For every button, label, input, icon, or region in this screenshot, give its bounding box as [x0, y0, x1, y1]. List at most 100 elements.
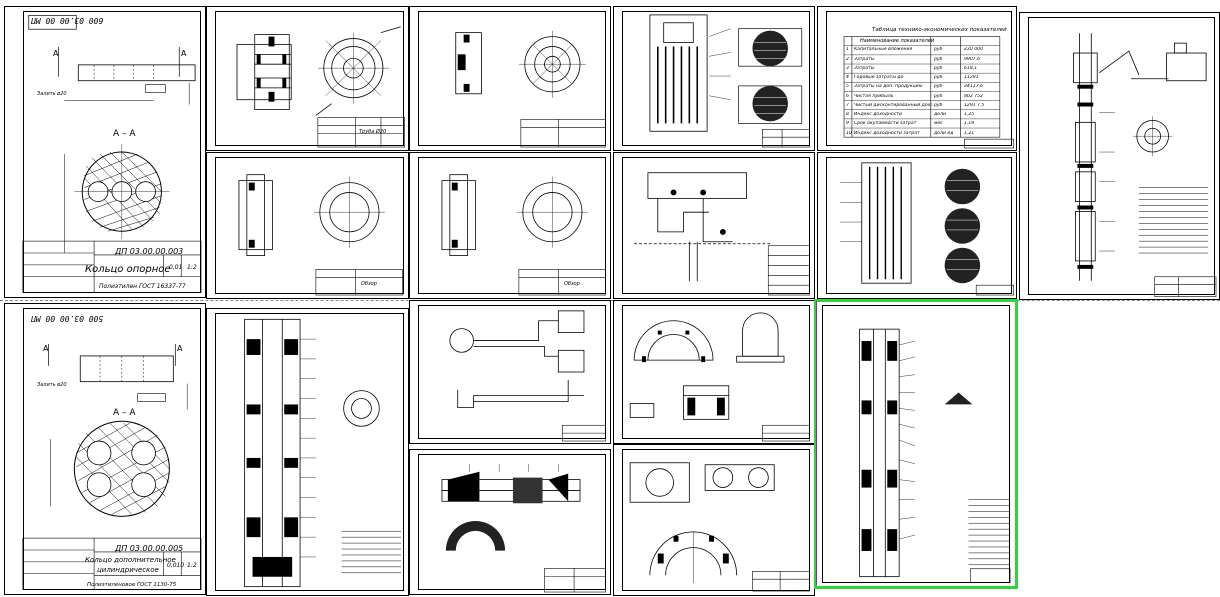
table-cell-n: 2 — [846, 56, 849, 62]
sheet-frame — [418, 454, 606, 590]
sheet-clamp-top[interactable] — [613, 300, 815, 444]
stamp-title: Кольцо опорное — [85, 264, 171, 275]
sheet-packer-detail[interactable] — [409, 449, 611, 595]
table-cell-value: 802 752 — [964, 93, 983, 99]
sheet-economic-table[interactable]: Таблица технико-экономических показателе… — [817, 6, 1017, 151]
table-cell-name: Затраты — [854, 65, 875, 71]
top-code: 600 03.00 00 МП — [31, 16, 104, 25]
table-cell-name: Чистый дисконтированный доход — [854, 102, 932, 108]
sheet-piping-plan[interactable] — [409, 300, 611, 444]
piping-plan-drawing — [449, 310, 606, 442]
sheet-frame — [822, 305, 1010, 583]
clamp-drawing — [629, 312, 810, 442]
piping-drawing — [634, 172, 810, 296]
table-cell-name: Годовые затраты до — [854, 75, 904, 81]
ring-support-drawing — [22, 15, 202, 293]
stamp-title-line1: Кольцо дополнительное — [85, 556, 176, 564]
table-cell-name: Индекс доходности затрат — [854, 130, 920, 136]
table-cell-unit: мес — [934, 121, 943, 127]
packer-drawing — [441, 463, 606, 593]
table-grid — [843, 36, 1014, 149]
sheet-frame — [418, 305, 606, 439]
table-cell-value: 1,25 — [964, 112, 975, 118]
table-cell-unit: руб — [934, 47, 943, 53]
table-cell-name: Затраты на доп. продукцию — [854, 84, 923, 90]
sheet-well-scheme[interactable] — [1019, 12, 1220, 300]
stamp-scale: 1:2 — [187, 264, 197, 271]
table-cell-value: 1,19 — [964, 121, 975, 127]
table-title: Таблица технико-экономических показателе… — [872, 27, 1007, 33]
table-cell-unit: руб — [934, 102, 943, 108]
section-mark-right: А — [181, 49, 187, 58]
table-cell-unit: доли — [934, 112, 946, 118]
sheet-cable-section[interactable] — [613, 6, 815, 151]
stamp-code: ДП 03.00.00.003 — [115, 247, 184, 256]
sheet-flange-4[interactable]: Обзор — [409, 152, 611, 299]
table-cell-n: 4 — [846, 75, 849, 81]
sheet-cable-layers[interactable] — [817, 152, 1017, 299]
sheet-assembly-long[interactable] — [206, 308, 409, 596]
table-cell-n: 5 — [846, 84, 849, 90]
empty-workspace[interactable] — [1019, 302, 1220, 596]
table-cell-value: 618,1 — [964, 65, 978, 71]
stamp-title-line2: цилиндрическое — [97, 566, 159, 574]
sheet-frame — [418, 157, 606, 294]
sheet-ring-support[interactable]: 600 03.00 00 МП А А Залить ø20 А – А ДП … — [4, 6, 206, 298]
table-cell-n: 1 — [846, 47, 849, 53]
sheet-frame — [622, 305, 810, 439]
table-cell-n: 10 — [846, 130, 852, 136]
stamp-label: Обзор — [564, 281, 580, 287]
sheet-frame — [1028, 17, 1215, 295]
sheet-ring-extra[interactable]: 500 03.00 00 МП А А Залить ø20 А – А ДП … — [4, 303, 206, 595]
table-cell-unit: доли ед — [934, 130, 954, 136]
section-label: А – А — [113, 408, 136, 418]
sheet-clamp-bottom[interactable] — [613, 444, 815, 596]
sheet-assembly-selected[interactable] — [814, 299, 1018, 589]
assembly-drawing — [244, 318, 402, 588]
sheet-frame — [622, 157, 810, 294]
stamp-mass: 0,010 — [167, 562, 185, 569]
sheet-flange-3[interactable]: Обзор — [206, 152, 409, 299]
sheet-frame — [622, 449, 810, 591]
table-cell-value: 11291 — [964, 75, 979, 81]
sheet-frame — [215, 157, 404, 294]
sheet-flange-2[interactable] — [409, 6, 611, 151]
sheet-piping-scheme[interactable] — [613, 152, 815, 299]
sheet-frame — [215, 11, 404, 146]
section-label: А – А — [113, 129, 136, 139]
stamp-scale: 1:2 — [187, 562, 197, 569]
table-header-name: Наименование показателей — [860, 38, 935, 44]
table-cell-name: Капитальные вложения — [854, 47, 913, 53]
stamp-code: ДП 03.00.00.005 — [115, 544, 184, 553]
cable-layers-drawing — [840, 162, 1014, 296]
table-cell-n: 9 — [846, 121, 849, 127]
table-cell-name: Срок окупаемости затрат — [854, 121, 917, 127]
sheet-flange-1[interactable]: Труба Ø20 — [206, 6, 409, 151]
stamp-material: Полиэтиленовое ГОСТ 1130-75 — [87, 582, 177, 588]
table-cell-name: Индекс доходности — [854, 112, 902, 118]
flange-drawing — [236, 26, 405, 148]
dimension-note: Залить ø20 — [37, 91, 67, 97]
table-cell-value: 230 000 — [964, 47, 983, 53]
clamp-bottom-drawing — [629, 462, 811, 592]
flange-drawing — [441, 174, 606, 296]
table-cell-name: Затраты — [854, 56, 875, 62]
table-cell-name: Чистая прибыль — [854, 93, 894, 99]
cable-drawing — [649, 14, 810, 148]
sheet-frame — [418, 11, 606, 146]
sheet-frame — [826, 11, 1012, 146]
sheet-frame — [826, 157, 1012, 294]
table-cell-value: 9907,6 — [964, 56, 981, 62]
stamp-mass: 0,01 — [169, 264, 183, 271]
stamp-label: Обзор — [361, 281, 377, 287]
table-cell-unit: руб — [934, 65, 943, 71]
table-cell-n: 8 — [846, 112, 849, 118]
ring-extra-drawing — [22, 344, 202, 590]
table-cell-n: 6 — [846, 93, 849, 99]
table-cell-n: 7 — [846, 102, 849, 108]
table-cell-value: 1291 7.5 — [964, 102, 985, 108]
table-cell-unit: руб — [934, 75, 943, 81]
flange-drawing — [455, 30, 606, 148]
stamp-label: Труба Ø20 — [359, 129, 387, 135]
